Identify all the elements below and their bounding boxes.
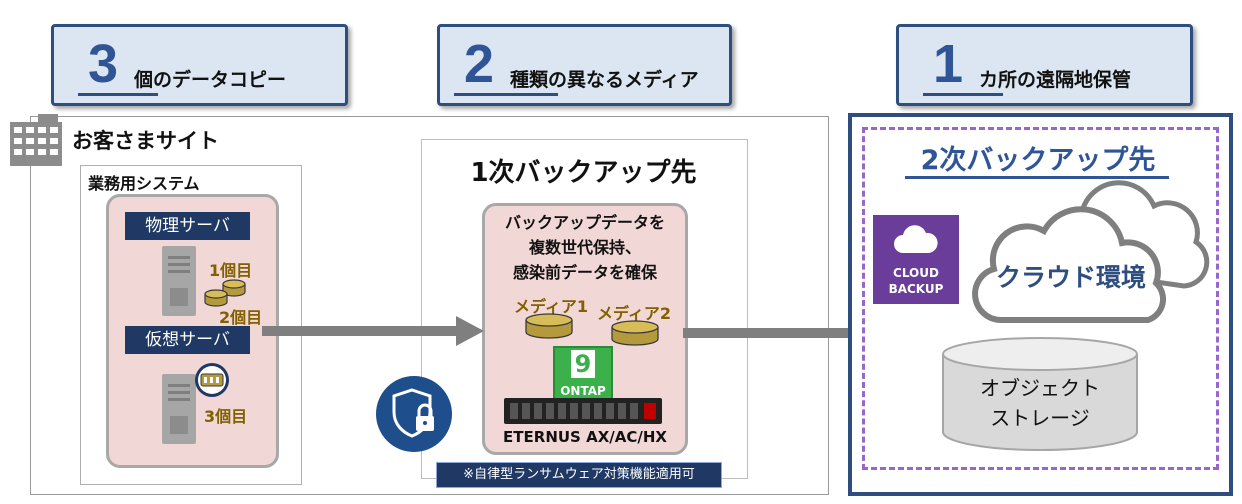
virtual-server-icon: [162, 374, 196, 444]
header-offsite-label: カ所の遠隔地保管: [979, 69, 1132, 91]
object-storage-line-1: オブジェクト: [980, 376, 1100, 400]
cloud-icon: [894, 225, 938, 253]
primary-backup-title: 1次バックアップ先: [470, 158, 697, 188]
object-storage-line-2: ストレージ: [990, 406, 1090, 430]
primary-description-line-2: 複数世代保持、: [528, 238, 641, 257]
building-icon: [10, 114, 62, 166]
primary-description-line-1: バックアップデータを: [504, 213, 665, 232]
cloud-backup-line-1: CLOUD: [893, 266, 939, 280]
storage-rack-icon: [504, 398, 662, 424]
media-1-label: メディア1: [514, 297, 589, 316]
secondary-backup-title: 2次バックアップ先: [920, 145, 1156, 176]
primary-description-line-3: 感染前データを確保: [512, 263, 657, 282]
header-copies-underline: [78, 93, 158, 96]
header-copies-label: 個のデータコピー: [134, 69, 287, 91]
object-storage-label: オブジェクト ストレージ: [941, 373, 1139, 433]
business-system-title: 業務用システム: [88, 174, 200, 193]
header-offsite-underline: [923, 93, 1003, 96]
object-storage-icon: [942, 337, 1138, 451]
customer-site-title: お客さまサイト: [72, 129, 219, 153]
cloud-environment-label: クラウド環境: [995, 263, 1146, 292]
ontap-logo: 9 ONTAP: [553, 346, 613, 404]
header-media: 2 種類の異なるメディア: [437, 24, 732, 106]
header-media-underline: [454, 93, 558, 96]
secondary-title-underline: [905, 176, 1169, 179]
header-media-number: 2: [464, 34, 495, 94]
arrow-to-primary: [262, 316, 484, 346]
disk-stack-icon: [204, 279, 246, 307]
shield-lock-icon: [376, 376, 452, 452]
header-offsite-number: 1: [933, 34, 964, 94]
cloud-backup-line-2: BACKUP: [888, 282, 944, 296]
header-offsite: 1 カ所の遠隔地保管: [896, 24, 1193, 106]
cloud-backup-badge: CLOUD BACKUP: [873, 215, 959, 304]
header-media-label: 種類の異なるメディア: [510, 69, 699, 91]
media-1-disk-icon: [525, 313, 573, 339]
header-copies: 3 個のデータコピー: [51, 24, 348, 106]
storage-label: ETERNUS AX/AC/HX: [503, 428, 667, 446]
header-copies-number: 3: [88, 34, 119, 94]
copy-2-label: 2個目: [219, 308, 263, 327]
media-2-disk-icon: [611, 320, 659, 346]
physical-server-label: 物理サーバ: [125, 212, 250, 240]
virtual-server-label: 仮想サーバ: [125, 326, 250, 354]
copy-1-label: 1個目: [209, 261, 253, 280]
cloud-environment-icon: [972, 180, 1210, 323]
secondary-backup-dashed-frame: [862, 127, 1219, 470]
media-2-label: メディア2: [597, 304, 672, 323]
ransomware-note: ※自律型ランサムウェア対策機能適用可: [436, 462, 722, 488]
physical-server-icon: [162, 246, 196, 316]
ontap-label: ONTAP: [560, 384, 606, 398]
copy-3-label: 3個目: [204, 407, 248, 426]
ontap-number: 9: [571, 350, 595, 378]
vm-disk-icon: [195, 363, 229, 397]
primary-backup-description: バックアップデータを 複数世代保持、 感染前データを確保: [482, 210, 688, 285]
